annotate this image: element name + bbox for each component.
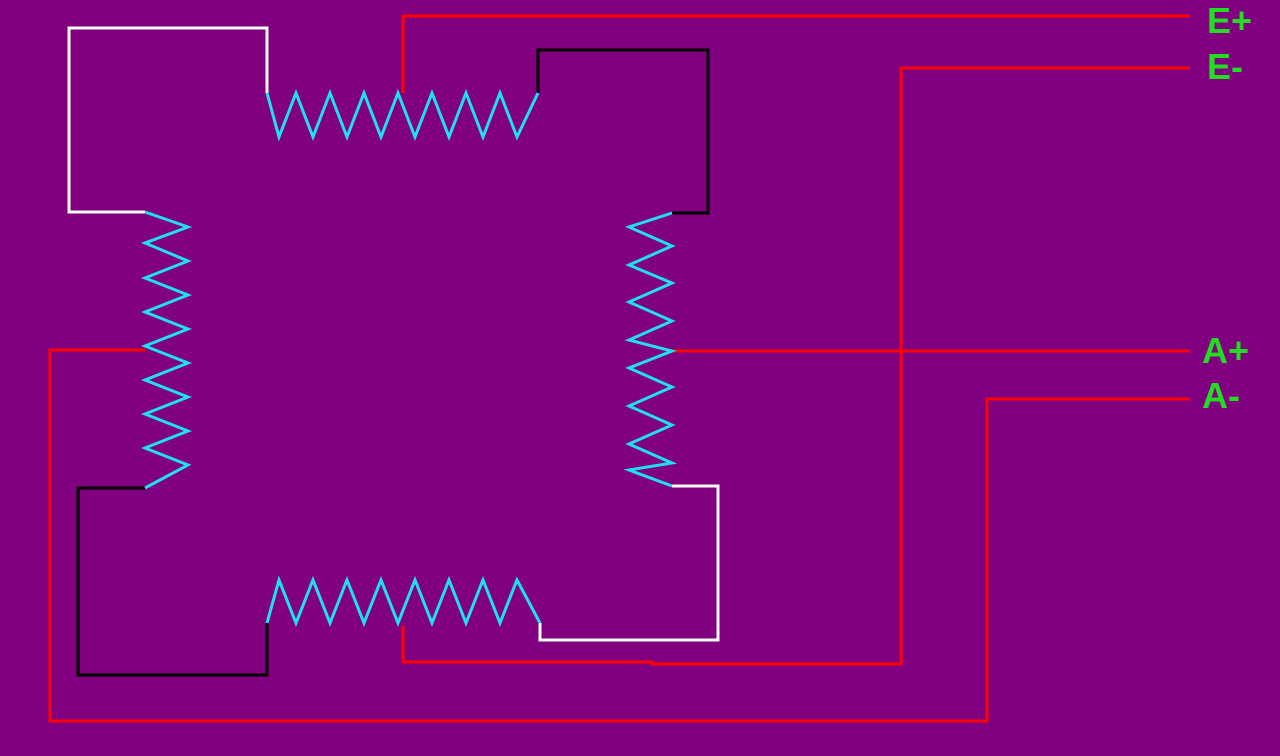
red-wires [48,14,1190,723]
terminal-label-e-minus: E- [1207,46,1243,87]
terminal-label-e-plus: E+ [1207,0,1252,41]
wire-black-top-right [536,48,710,215]
black-wires [76,48,710,677]
wire-black-bottom-left [76,486,269,677]
terminal-label-a-plus: A+ [1202,330,1249,371]
wire-e-minus [401,66,1190,666]
wire-white-top-left [67,26,269,214]
terminal-labels: E+ E- A+ A- [1202,0,1252,416]
terminal-label-a-minus: A- [1202,375,1240,416]
white-wires [67,26,720,642]
wire-a-minus [48,348,1190,723]
resistors [140,88,678,628]
resistor-left [140,210,193,490]
wire-e-plus [401,14,1190,93]
resistor-bottom [265,575,542,628]
resistor-top [265,88,540,142]
resistor-right [623,211,678,488]
wire-white-bottom-right [538,484,720,642]
